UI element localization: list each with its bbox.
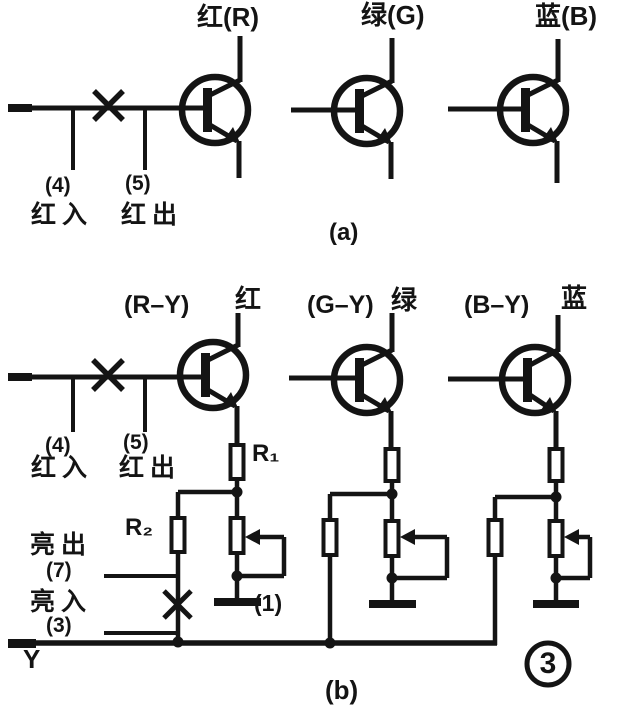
emitter-resistor-2-icon [383, 447, 401, 491]
label-ry: (R–Y) [124, 291, 190, 319]
label-by: (B–Y) [464, 291, 530, 319]
caption-a: (a) [329, 219, 359, 246]
label-pin1: (1) [254, 590, 283, 616]
caption-b: (b) [325, 675, 359, 705]
label-red-out-a: 红出 [121, 201, 184, 229]
label-pin5-b: (5) [123, 431, 149, 454]
label-luma-out: 亮出 [30, 531, 93, 559]
cut-mark-icon-b [91, 358, 125, 392]
transistor-gy-b-icon [289, 313, 404, 449]
y-bus-line [8, 639, 497, 648]
label-pin3: (3) [46, 614, 72, 637]
resistor-r2-icon [169, 516, 187, 554]
transistor-green-a-icon [291, 38, 404, 179]
label-red-b: 红 [235, 284, 262, 314]
label-pin7: (7) [46, 559, 72, 582]
r2-branch-wire [175, 489, 237, 518]
label-red-out-b: 红出 [119, 454, 182, 482]
label-red-R: 红(R) [197, 2, 260, 32]
label-r1: R₁ [252, 440, 280, 467]
label-gy: (G–Y) [307, 291, 374, 319]
resistor-r1-icon [228, 443, 246, 489]
label-blue-B: 蓝(B) [535, 1, 598, 31]
figure-number-circle [524, 640, 572, 688]
label-pin4-a: (4) [45, 174, 71, 197]
transistor-by-b-icon [448, 315, 572, 449]
transistor-red-a-icon [8, 36, 252, 178]
cut-mark-icon-luminance [162, 589, 193, 620]
emitter-resistor-3-icon [547, 447, 565, 493]
label-blue-b: 蓝 [561, 283, 588, 313]
label-pin5-a: (5) [125, 172, 151, 195]
potentiometer-1-icon [228, 492, 287, 582]
cut-mark-icon-a [92, 89, 125, 122]
ground-icon-2 [369, 578, 416, 608]
label-pin4-b: (4) [45, 434, 71, 457]
label-red-in-a: 红入 [31, 201, 94, 229]
ground-icon-1 [214, 576, 261, 606]
transistor-blue-a-icon [448, 39, 570, 183]
label-green-G: 绿(G) [361, 0, 425, 30]
by-left-branch-wire [486, 494, 556, 645]
label-green-b: 绿 [391, 285, 418, 315]
potentiometer-3-icon [547, 497, 593, 584]
gy-left-branch-wire [321, 491, 392, 643]
label-r2: R₂ [125, 514, 153, 541]
label-red-in-b: 红入 [31, 454, 94, 482]
label-y-bus: Y [23, 644, 41, 674]
figure-number: 3 [539, 647, 557, 680]
label-luma-in: 亮入 [30, 588, 93, 616]
ground-icon-3 [533, 578, 579, 608]
transistor-ry-b-icon [8, 313, 250, 446]
potentiometer-2-icon [383, 494, 450, 584]
